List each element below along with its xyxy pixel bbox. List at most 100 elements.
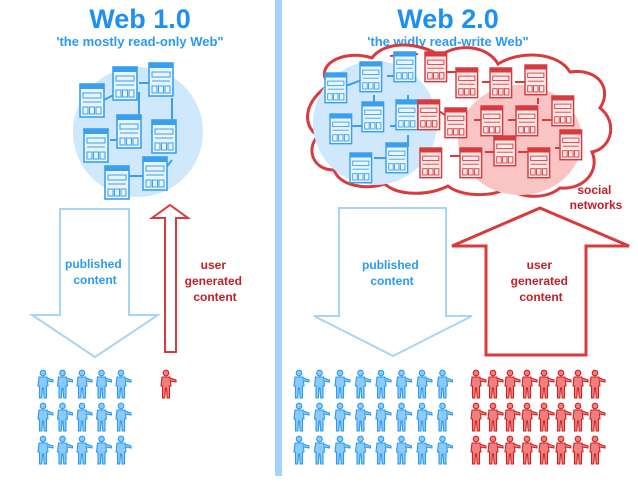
creator-person-icon bbox=[538, 402, 555, 432]
web1-subtitle: 'the mostly read-only Web" bbox=[56, 34, 223, 49]
creator-person-icon bbox=[504, 402, 521, 432]
consumer-person-icon bbox=[76, 369, 93, 399]
creator-person-icon bbox=[589, 369, 606, 399]
web2-ugc-label: user generated content bbox=[511, 258, 572, 304]
web-page-icon bbox=[116, 114, 142, 149]
web-page-icon bbox=[385, 142, 409, 174]
consumer-person-icon bbox=[313, 369, 331, 399]
web-page-icon bbox=[395, 99, 419, 131]
creator-person-icon bbox=[572, 435, 589, 465]
consumer-person-icon bbox=[375, 402, 392, 432]
web-page-icon bbox=[349, 152, 373, 184]
consumer-person-icon bbox=[375, 435, 392, 465]
web-page-icon bbox=[142, 156, 168, 191]
social-page-icon bbox=[419, 147, 443, 179]
web1-title: Web 1.0 bbox=[89, 4, 191, 34]
social-page-icon bbox=[493, 135, 517, 167]
consumer-person-icon bbox=[436, 435, 454, 465]
consumer-person-icon bbox=[354, 369, 372, 399]
web2-published-arrow bbox=[313, 207, 473, 358]
consumer-person-icon bbox=[37, 435, 54, 465]
consumer-person-icon bbox=[76, 435, 93, 465]
web2-consumers-group bbox=[293, 369, 454, 465]
creator-person-icon bbox=[470, 435, 487, 465]
web2-ugc-arrow bbox=[451, 206, 630, 357]
consumer-person-icon bbox=[436, 402, 454, 432]
consumer-person-icon bbox=[334, 435, 351, 465]
consumer-person-icon bbox=[334, 402, 351, 432]
web-page-icon bbox=[79, 83, 105, 118]
creator-person-icon bbox=[555, 369, 572, 399]
consumer-person-icon bbox=[293, 402, 310, 432]
web-page-icon bbox=[359, 61, 383, 93]
web-page-icon bbox=[329, 113, 353, 145]
web2-creators-group bbox=[470, 369, 606, 465]
consumer-person-icon bbox=[375, 369, 392, 399]
social-page-icon bbox=[424, 51, 448, 83]
creator-person-icon bbox=[504, 435, 521, 465]
web1-ugc-label: user generated content bbox=[185, 258, 246, 304]
social-page-icon bbox=[515, 105, 539, 137]
creator-person-icon bbox=[521, 369, 538, 399]
consumer-person-icon bbox=[37, 402, 54, 432]
web-page-icon bbox=[361, 101, 385, 133]
consumer-person-icon bbox=[313, 402, 331, 432]
consumer-person-icon bbox=[76, 402, 93, 432]
social-page-icon bbox=[455, 67, 479, 99]
web1-published-arrow bbox=[28, 208, 162, 359]
creator-person-icon bbox=[589, 435, 606, 465]
web1-panel: Web 1.0 'the mostly read-only Web" publi… bbox=[28, 4, 246, 465]
consumer-person-icon bbox=[334, 369, 351, 399]
web-page-icon bbox=[148, 62, 174, 97]
creator-person-icon bbox=[470, 402, 487, 432]
web1-creators-group bbox=[160, 369, 177, 399]
consumer-person-icon bbox=[416, 402, 433, 432]
creator-person-icon bbox=[555, 402, 572, 432]
web-page-icon bbox=[151, 119, 177, 154]
consumer-person-icon bbox=[56, 402, 74, 432]
creator-person-icon bbox=[487, 435, 504, 465]
web1-published-label: published content bbox=[65, 257, 125, 287]
creator-person-icon bbox=[538, 369, 555, 399]
consumer-person-icon bbox=[56, 369, 74, 399]
web-page-icon bbox=[324, 72, 348, 104]
creator-person-icon bbox=[572, 369, 589, 399]
social-page-icon bbox=[459, 147, 483, 179]
consumer-person-icon bbox=[95, 402, 113, 432]
social-page-icon bbox=[559, 129, 583, 161]
creator-person-icon bbox=[538, 435, 555, 465]
web2-published-label: published content bbox=[362, 258, 422, 288]
web-page-icon bbox=[104, 165, 130, 200]
consumer-person-icon bbox=[115, 402, 132, 432]
creator-person-icon bbox=[160, 369, 177, 399]
consumer-person-icon bbox=[436, 369, 454, 399]
section-divider bbox=[275, 0, 282, 476]
social-page-icon bbox=[444, 107, 468, 139]
creator-person-icon bbox=[521, 402, 538, 432]
consumer-person-icon bbox=[416, 435, 433, 465]
consumer-person-icon bbox=[293, 369, 310, 399]
consumer-person-icon bbox=[115, 435, 132, 465]
consumer-person-icon bbox=[95, 369, 113, 399]
web2-title: Web 2.0 bbox=[397, 4, 499, 34]
consumer-person-icon bbox=[354, 435, 372, 465]
consumer-person-icon bbox=[416, 369, 433, 399]
web-page-icon bbox=[393, 51, 417, 83]
consumer-person-icon bbox=[115, 369, 132, 399]
consumer-person-icon bbox=[313, 435, 331, 465]
creator-person-icon bbox=[589, 402, 606, 432]
social-page-icon bbox=[417, 99, 441, 131]
web1-consumers-group bbox=[37, 369, 132, 465]
consumer-person-icon bbox=[95, 435, 113, 465]
creator-person-icon bbox=[504, 369, 521, 399]
consumer-person-icon bbox=[395, 435, 413, 465]
creator-person-icon bbox=[470, 369, 487, 399]
consumer-person-icon bbox=[37, 369, 54, 399]
consumer-person-icon bbox=[354, 402, 372, 432]
social-page-icon bbox=[551, 95, 575, 127]
creator-person-icon bbox=[487, 369, 504, 399]
social-page-icon bbox=[480, 105, 504, 137]
consumer-person-icon bbox=[395, 402, 413, 432]
consumer-person-icon bbox=[395, 369, 413, 399]
